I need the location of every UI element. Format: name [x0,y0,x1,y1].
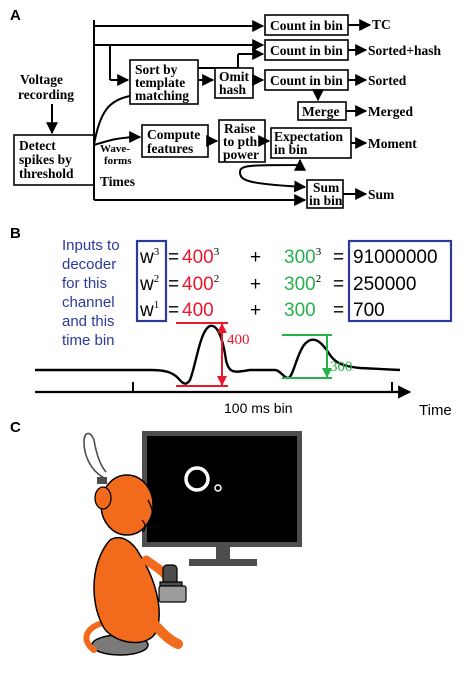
waveform-to-sort-line [93,95,131,146]
equals-sign: = [333,274,344,295]
result-value: 700 [353,300,385,321]
output-sorted-hash: Sorted+hash [368,43,441,58]
times-label: Times [100,174,135,189]
raise-power-label: Raise to pth power [223,121,261,162]
value-a: 400 [182,300,214,321]
output-sorted: Sorted [368,73,407,88]
output-merged: Merged [368,104,413,119]
waveforms-label: Wave- forms [100,143,133,167]
equation-rows: w3=4003+3003=91000000w2=4002+3002=250000… [139,246,438,321]
equals-sign: = [333,300,344,321]
count-in-bin-label-1: Count in bin [270,18,343,33]
bin-label: 100 ms bin [224,400,292,416]
result-value: 91000000 [353,247,438,268]
sort-template-box [129,59,199,105]
value-b-exponent: 3 [316,246,322,258]
value-b-exponent: 2 [316,273,322,285]
joystick [158,564,187,603]
voltage-trace [35,324,401,385]
equation-row: w2=4002+3002=250000 [139,273,416,295]
value-a-exponent: 2 [214,273,220,285]
equation-row: w3=4003+3003=91000000 [139,246,438,268]
times-to-sum-arrow [239,171,307,193]
expectation-label: Expectation in bin [274,129,346,157]
sum-in-bin-box [306,179,344,209]
output-sum: Sum [368,187,395,202]
equals-sign: = [333,247,344,268]
raise-power-box [218,119,266,163]
panel-b-label: B [10,225,21,242]
waveforms-arrow [93,131,142,146]
weight-symbol: w [139,300,154,321]
detect-spikes-label: Detect spikes by threshold [19,138,75,181]
value-b: 300 [284,247,316,268]
panel-a-label: A [10,7,21,24]
cursor-dot [214,484,222,492]
sum-in-bin-label: Sum in bin [309,180,343,208]
amp-b-label: 300 [330,359,353,375]
monkey [83,432,183,656]
amp-a-label: 400 [227,332,250,348]
weight-exponent: 3 [154,246,160,258]
equals-sign: = [168,300,179,321]
result-value: 250000 [353,274,416,295]
weight-exponent: 2 [154,273,160,285]
equation-row: w1=400+300=700 [139,299,385,321]
count-in-bin-label-2: Count in bin [270,43,343,58]
equals-sign: = [168,247,179,268]
times-to-expectation-arrow [239,158,306,173]
time-label: Time [419,402,452,419]
voltage-recording-label: Voltage recording [18,72,74,102]
value-a-exponent: 3 [214,246,220,258]
value-a: 400 [182,274,214,295]
target-ring [184,466,210,492]
plus-sign: + [250,274,261,295]
output-tc: TC [372,17,391,32]
expectation-box [270,127,352,159]
count-in-bin-label-3: Count in bin [270,73,343,88]
weight-symbol: w [139,274,154,295]
output-moment: Moment [368,136,417,151]
results-box [347,239,453,323]
omit-hash-label: Omit hash [219,69,252,97]
value-a: 400 [182,247,214,268]
compute-features-label: Compute features [147,127,204,156]
compute-features-box [141,124,209,158]
weight-exponent: 1 [154,299,160,311]
value-b: 300 [284,274,316,295]
decoder-caption: Inputs to decoder for this channel and t… [62,237,124,349]
panel-c-label: C [10,419,21,436]
monitor [142,431,302,566]
weight-symbol: w [139,247,154,268]
plus-sign: + [250,300,261,321]
sort-template-label: Sort by template matching [135,62,189,103]
value-b: 300 [284,300,316,321]
equals-sign: = [168,274,179,295]
plus-sign: + [250,247,261,268]
merge-label: Merge [302,104,339,119]
weights-box [135,239,168,323]
